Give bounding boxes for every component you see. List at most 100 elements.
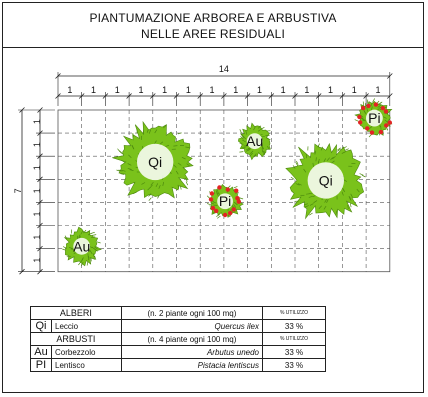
tick-mark <box>292 93 298 99</box>
leaf-stroke <box>127 163 132 166</box>
tick-mark <box>339 93 346 99</box>
berry <box>361 105 366 111</box>
berry <box>369 130 375 135</box>
leaf-stroke <box>290 176 295 180</box>
leaf-stroke <box>148 129 152 134</box>
leaf-stroke <box>147 187 151 191</box>
leaf-stroke <box>335 210 338 215</box>
berry <box>225 187 230 192</box>
leaf-stroke <box>263 150 265 155</box>
module-label: 1 <box>352 85 357 95</box>
leaf-stroke <box>121 159 125 163</box>
leaf-stroke <box>212 201 217 204</box>
leaf-stroke <box>323 158 327 163</box>
module-label: 1 <box>138 85 143 95</box>
tick-mark <box>37 222 43 229</box>
leaf-stroke <box>177 132 182 135</box>
berry <box>378 129 384 135</box>
module-label: 1 <box>91 85 96 95</box>
leaf-stroke <box>303 203 308 206</box>
plant-code-label: Pi <box>219 193 231 209</box>
plant-code-label: Qi <box>148 154 162 170</box>
leaf-stroke <box>326 157 330 162</box>
leaf-stroke <box>177 162 182 166</box>
tick-mark <box>197 93 203 99</box>
tick-mark <box>387 93 393 99</box>
tick-mark <box>221 93 227 99</box>
tick-mark <box>55 93 61 99</box>
tick-mark <box>78 93 85 99</box>
leaf-stroke <box>323 205 327 210</box>
module-label: 1 <box>115 85 120 95</box>
berry <box>384 123 389 128</box>
leaf-stroke <box>257 128 262 132</box>
leaf-stroke <box>324 199 327 203</box>
leaf-stroke <box>239 151 244 153</box>
legend-group-trees-header: ALBERI (n. 2 piante ogni 100 mq) % UTILI… <box>30 306 326 320</box>
leaf-stroke <box>154 140 157 145</box>
usage-pct: 33 % <box>262 358 326 372</box>
leaf-stroke <box>382 116 387 119</box>
leaf-stroke <box>159 141 164 145</box>
leaf-stroke <box>80 262 84 266</box>
leaf-stroke <box>210 202 215 205</box>
leaf-stroke <box>129 169 134 171</box>
plant-code-label: Au <box>246 133 263 149</box>
leaf-stroke <box>246 149 250 152</box>
leaf-stroke <box>141 182 146 185</box>
module-label: 1 <box>32 188 42 193</box>
leaf-stroke <box>163 125 167 129</box>
scientific-name: Quercus ilex <box>120 319 264 333</box>
leaf-stroke <box>149 184 153 189</box>
module-label: 1 <box>67 85 72 95</box>
leaf-stroke <box>330 156 334 161</box>
leaf-stroke <box>206 203 212 206</box>
leaf-stroke <box>120 173 125 175</box>
leaf-stroke <box>62 248 67 251</box>
berry <box>235 196 240 201</box>
tick-mark <box>102 93 109 99</box>
leaf-stroke <box>118 169 123 172</box>
leaf-stroke <box>155 183 159 188</box>
berry <box>208 197 214 202</box>
leaf-stroke <box>127 167 132 170</box>
tick-mark <box>37 107 43 113</box>
leaf-stroke <box>347 204 349 209</box>
leaf-stroke <box>173 164 177 168</box>
leaf-stroke <box>372 98 376 103</box>
species-code: Au <box>30 345 52 359</box>
usage-pct: 33 % <box>262 345 326 359</box>
leaf-stroke <box>341 187 345 192</box>
leaf-stroke <box>250 150 254 155</box>
leaf-stroke <box>366 99 369 104</box>
leaf-stroke <box>78 261 82 266</box>
leaf-stroke <box>261 145 264 150</box>
tick-mark <box>173 93 180 99</box>
shrub-symbol: Au <box>62 226 102 267</box>
module-label: 1 <box>257 85 262 95</box>
leaf-stroke <box>266 145 270 150</box>
leaf-stroke <box>68 246 73 249</box>
leaf-stroke <box>349 196 352 201</box>
leaf-stroke <box>245 130 248 135</box>
leaf-stroke <box>371 106 373 111</box>
total-height-label: 7 <box>13 188 23 193</box>
leaf-stroke <box>240 136 244 140</box>
module-label: 1 <box>32 142 42 147</box>
leaf-stroke <box>146 128 149 133</box>
leaf-stroke <box>83 229 87 234</box>
leaf-stroke <box>348 195 351 200</box>
leaf-stroke <box>233 186 238 189</box>
leaf-stroke <box>241 133 244 138</box>
plant-code-label: Pi <box>368 110 380 126</box>
leaf-stroke <box>332 156 336 160</box>
leaf-stroke <box>91 246 96 250</box>
leaf-stroke <box>148 193 152 197</box>
tick-mark <box>19 107 25 113</box>
leaf-stroke <box>337 147 341 151</box>
leaf-stroke <box>64 235 68 240</box>
berry <box>210 205 216 211</box>
leaf-stroke <box>384 119 388 123</box>
crown-center <box>136 143 174 181</box>
leaf-stroke <box>295 162 299 167</box>
